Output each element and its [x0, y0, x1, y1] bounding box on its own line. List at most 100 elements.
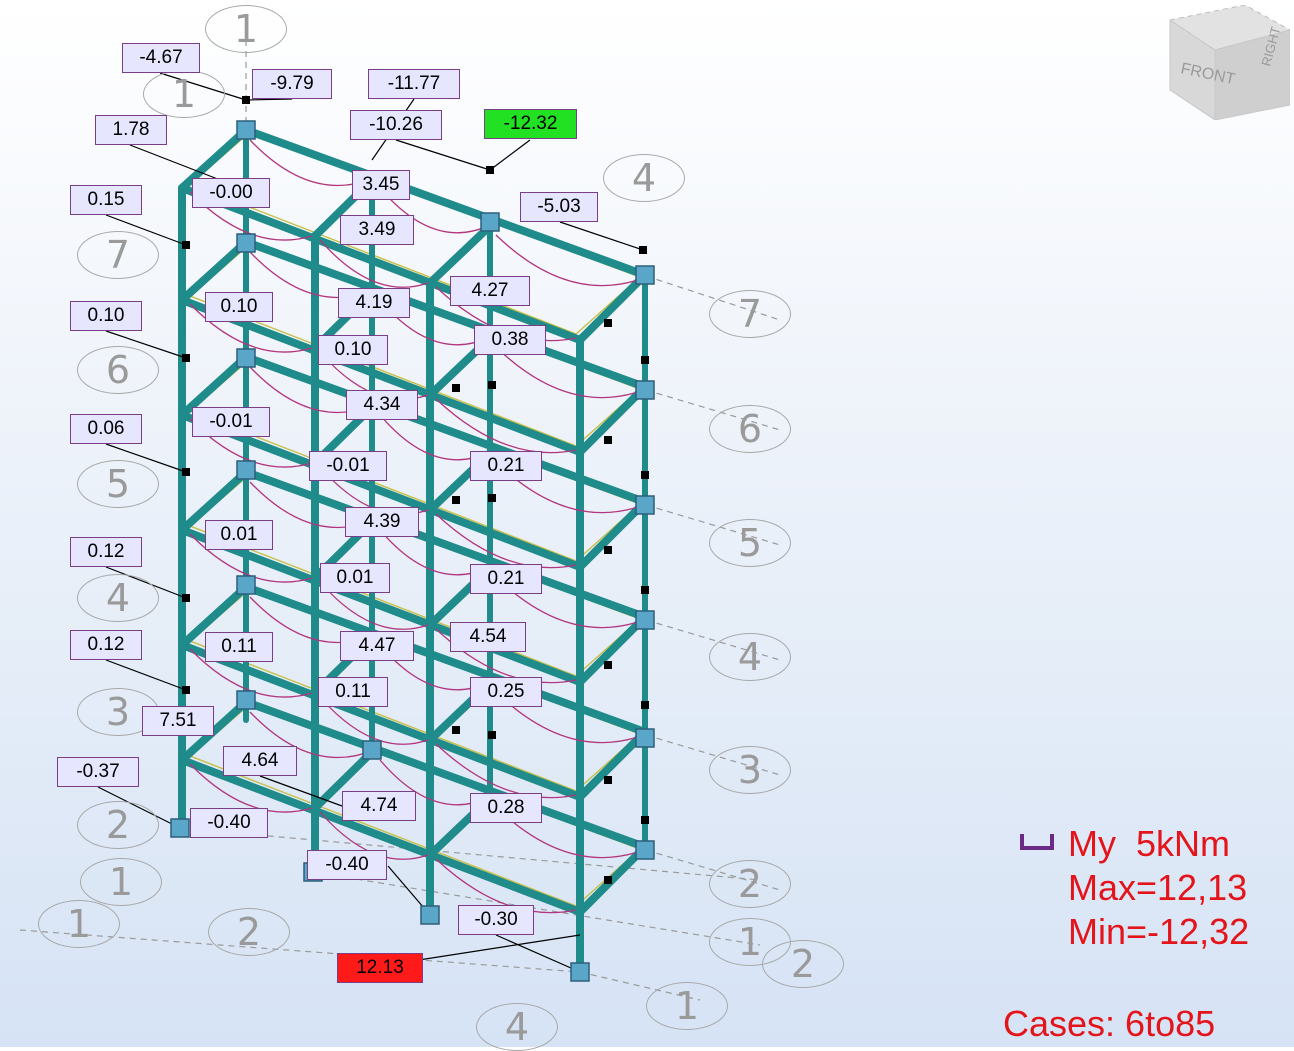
moment-label[interactable]: 7.51 — [142, 706, 214, 736]
grid-line — [645, 389, 781, 431]
moment-curve — [189, 763, 313, 813]
grid-line — [645, 734, 781, 776]
beam-line — [576, 613, 649, 686]
node-support — [635, 380, 655, 400]
beam-line — [426, 222, 494, 287]
moment-label[interactable]: -11.77 — [368, 69, 460, 99]
beam-line — [242, 353, 649, 506]
moment-label[interactable]: 0.01 — [320, 563, 390, 593]
node-support — [635, 840, 655, 860]
node-support — [480, 212, 500, 232]
moment-label[interactable]: 3.45 — [352, 170, 410, 200]
moment-label[interactable]: 0.10 — [205, 292, 273, 322]
moment-label[interactable]: 0.21 — [470, 451, 542, 481]
moment-label[interactable]: 0.21 — [470, 564, 542, 594]
moment-label[interactable]: -9.79 — [252, 69, 332, 99]
moment-label[interactable]: 0.12 — [70, 630, 142, 660]
result-marker — [182, 354, 190, 362]
grid-bubble: 6 — [709, 405, 791, 453]
moment-label[interactable]: 4.47 — [340, 631, 414, 661]
node-support — [170, 818, 190, 838]
moment-label[interactable]: 4.39 — [345, 507, 419, 537]
result-marker — [452, 726, 460, 734]
max-moment-label[interactable]: 12.13 — [337, 953, 423, 983]
moment-label[interactable]: -10.26 — [350, 110, 442, 140]
result-marker — [604, 319, 612, 327]
moment-diagram-icon — [1020, 834, 1054, 850]
moment-label[interactable]: 0.11 — [318, 677, 388, 707]
moment-curve — [319, 581, 429, 630]
moment-label[interactable]: 1.78 — [95, 115, 167, 145]
moment-curve — [435, 398, 577, 454]
grid-line — [645, 275, 781, 321]
moment-label[interactable]: 0.01 — [205, 520, 273, 550]
result-marker — [604, 546, 612, 554]
moment-label[interactable]: -0.40 — [307, 850, 387, 880]
moment-label[interactable]: 0.15 — [70, 185, 142, 215]
legend-max: Max=12,13 — [1068, 867, 1248, 908]
moment-label[interactable]: -0.01 — [192, 407, 270, 437]
load-cases-text: Cases: 6to85 — [1003, 1003, 1216, 1044]
result-marker — [182, 468, 190, 476]
min-moment-label[interactable]: -12.32 — [484, 109, 577, 139]
moment-label[interactable]: -0.40 — [190, 808, 268, 838]
moment-label[interactable]: 3.49 — [340, 215, 414, 245]
moment-label[interactable]: 0.38 — [474, 325, 546, 355]
result-marker — [182, 594, 190, 602]
grid-bubble: 7 — [709, 290, 791, 338]
view-cube[interactable]: FRONT RIGHT — [1160, 5, 1290, 120]
moment-label[interactable]: 0.11 — [205, 632, 273, 662]
grid-bubble: 5 — [77, 460, 159, 508]
node-support — [236, 120, 256, 140]
grid-bubble: 5 — [709, 519, 791, 567]
moment-label[interactable]: 0.10 — [318, 335, 388, 365]
moment-label[interactable]: 4.64 — [223, 746, 297, 776]
moment-label[interactable]: -0.30 — [458, 905, 534, 935]
diagram-legend: My 5kNm Max=12,13 Min=-12,32 — [1020, 822, 1290, 954]
beam-line — [242, 583, 649, 736]
moment-label[interactable]: -0.37 — [57, 757, 139, 787]
grid-line — [312, 871, 761, 946]
beam-line — [576, 383, 649, 456]
moment-label[interactable]: -4.67 — [122, 43, 200, 73]
leader-line — [245, 98, 293, 101]
beam-line — [311, 748, 376, 812]
beam-line — [576, 843, 649, 916]
beam-line — [576, 728, 649, 801]
moment-label[interactable]: -5.03 — [520, 192, 598, 222]
moment-label[interactable]: 4.19 — [338, 288, 410, 318]
result-marker — [242, 96, 250, 104]
node-support — [570, 962, 590, 982]
moment-label[interactable]: 0.28 — [470, 793, 542, 823]
node-support — [236, 690, 256, 710]
grid-bubble: 1 — [143, 70, 225, 118]
moment-label[interactable]: 0.25 — [470, 677, 542, 707]
moment-label[interactable]: 4.74 — [342, 791, 416, 821]
leader-line — [489, 139, 531, 171]
node-support — [635, 495, 655, 515]
moment-label[interactable]: 4.34 — [346, 390, 418, 420]
grid-bubble: 1 — [38, 900, 120, 948]
beam-line — [178, 296, 584, 456]
beam-line — [242, 126, 649, 279]
result-marker — [604, 661, 612, 669]
grid-bubble: 7 — [77, 231, 159, 279]
beam-line — [242, 238, 649, 391]
grid-line — [645, 849, 781, 891]
result-marker — [488, 494, 496, 502]
beam-line — [242, 468, 649, 621]
node-support — [635, 265, 655, 285]
moment-label[interactable]: -0.01 — [309, 451, 387, 481]
moment-label[interactable]: -0.00 — [192, 178, 270, 208]
result-marker — [486, 166, 494, 174]
moment-label[interactable]: 4.27 — [450, 276, 530, 306]
moment-label[interactable]: 0.10 — [70, 301, 142, 331]
moment-label[interactable]: 0.12 — [70, 537, 142, 567]
moment-label[interactable]: 4.54 — [450, 622, 526, 652]
result-marker — [488, 731, 496, 739]
beam-line — [178, 238, 250, 304]
leader-line — [259, 775, 343, 807]
leader-line — [105, 443, 187, 473]
moment-label[interactable]: 0.06 — [70, 414, 142, 444]
